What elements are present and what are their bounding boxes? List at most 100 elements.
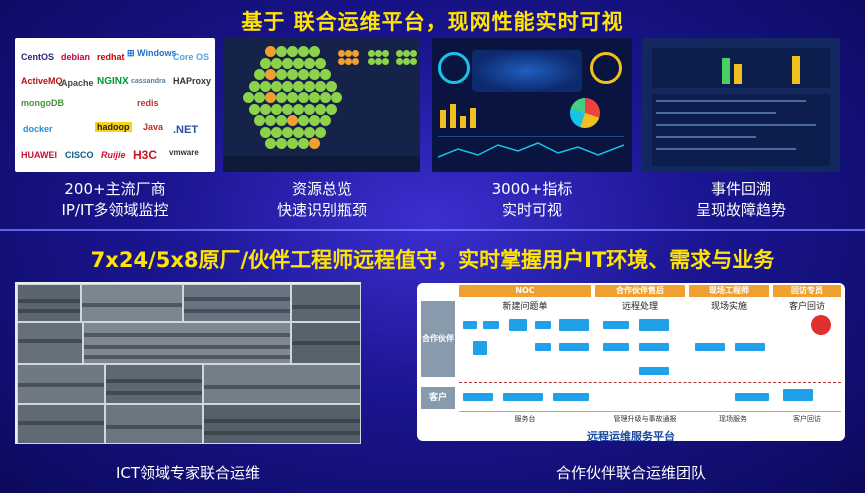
resource-node bbox=[281, 103, 293, 115]
resource-overview-panel bbox=[223, 38, 420, 172]
flow-step bbox=[559, 343, 589, 351]
resource-node bbox=[325, 103, 337, 115]
flow-step bbox=[639, 367, 669, 375]
feature-4-line1: 事件回溯 bbox=[710, 180, 771, 198]
phase-sub-field: 现场实施 bbox=[710, 302, 747, 312]
resource-node bbox=[265, 92, 276, 103]
resource-node bbox=[352, 50, 359, 57]
bottom-right-caption: 合作伙伴联合运维团队 bbox=[555, 464, 706, 482]
metrics-dashboard-panel bbox=[432, 38, 632, 172]
customer-step bbox=[735, 393, 769, 401]
photo-collage bbox=[15, 282, 361, 444]
resource-node bbox=[276, 69, 287, 80]
resource-node bbox=[314, 103, 326, 115]
logo-coreos: Core OS bbox=[173, 52, 210, 62]
flow-step bbox=[603, 343, 629, 351]
resource-node bbox=[281, 57, 293, 69]
photo-10 bbox=[203, 364, 361, 404]
photo-2 bbox=[81, 284, 183, 322]
lane-partner: 合作伙伴 bbox=[421, 301, 455, 377]
resource-node bbox=[276, 115, 287, 126]
logo-h3c: H3C bbox=[133, 148, 158, 162]
bar-chart bbox=[438, 98, 488, 128]
resource-node bbox=[396, 58, 403, 65]
platform-label: 远程运维服务平台 bbox=[587, 430, 675, 441]
photo-3 bbox=[183, 284, 291, 322]
logo-activemq: ActiveMQ bbox=[21, 76, 63, 86]
phase-head-noc: NOC bbox=[459, 285, 591, 297]
feature-2-line2: 快速识别瓶颈 bbox=[276, 201, 367, 219]
phase-sub-partner: 远程处理 bbox=[621, 302, 658, 312]
resource-node bbox=[287, 115, 298, 126]
resource-node bbox=[287, 138, 298, 149]
resource-node bbox=[292, 126, 304, 138]
resource-small-clusters bbox=[338, 50, 418, 90]
feature-caption-2: 资源总览 快速识别瓶颈 bbox=[222, 179, 422, 221]
resource-node bbox=[270, 57, 282, 69]
vendor-logos-panel: CentOS debian redhat ⊞ Windows Core OS A… bbox=[15, 38, 215, 172]
top-title: 基于 联合运维平台，现网性能实时可视 bbox=[241, 10, 624, 34]
gauge-left bbox=[438, 52, 470, 84]
resource-node bbox=[298, 69, 309, 80]
resource-node bbox=[265, 69, 276, 80]
pie-chart bbox=[570, 98, 600, 128]
resource-node bbox=[375, 58, 382, 65]
resource-node bbox=[345, 50, 352, 57]
line-chart bbox=[437, 136, 625, 165]
customer-step bbox=[783, 389, 813, 401]
flow-step bbox=[695, 343, 725, 351]
gauge-right bbox=[590, 52, 622, 84]
logo-centos: CentOS bbox=[21, 52, 55, 62]
logo-windows: ⊞ Windows bbox=[127, 48, 177, 58]
resource-node bbox=[254, 69, 265, 80]
logo-ruijie: Ruijie bbox=[101, 150, 126, 160]
resource-node bbox=[254, 92, 265, 103]
logo-vmware: vmware bbox=[169, 148, 199, 157]
flow-step bbox=[463, 321, 477, 329]
flow-step bbox=[483, 321, 499, 329]
bottom-item-3: 现场服务 bbox=[719, 415, 747, 423]
photo-11 bbox=[17, 404, 105, 444]
photo-12 bbox=[105, 404, 203, 444]
flow-step bbox=[509, 319, 527, 331]
resource-node bbox=[259, 103, 271, 115]
resource-node bbox=[345, 58, 352, 65]
resource-node bbox=[338, 50, 345, 57]
photo-4 bbox=[291, 284, 361, 322]
resource-node bbox=[309, 138, 320, 149]
feature-2-line1: 资源总览 bbox=[291, 180, 352, 198]
resource-node bbox=[396, 50, 403, 57]
bottom-bar bbox=[223, 156, 420, 172]
feature-4-line2: 呈现故障趋势 bbox=[695, 201, 786, 219]
logo-haproxy: HAProxy bbox=[173, 76, 212, 86]
flow-step bbox=[603, 321, 629, 329]
event-backtrack-panel bbox=[642, 38, 840, 172]
resource-node bbox=[276, 92, 287, 103]
resource-node bbox=[338, 58, 345, 65]
resource-node bbox=[320, 115, 331, 126]
section-divider bbox=[0, 229, 865, 231]
resource-node bbox=[270, 103, 282, 115]
logo-dotnet: .NET bbox=[173, 124, 199, 136]
resource-node bbox=[254, 115, 265, 126]
logo-cisco: CISCO bbox=[65, 150, 94, 160]
resource-node bbox=[382, 58, 389, 65]
resource-node bbox=[298, 115, 309, 126]
resource-node bbox=[410, 58, 417, 65]
logo-mongodb: mongoDB bbox=[21, 98, 64, 108]
resource-node bbox=[259, 126, 271, 138]
phase-sub-noc: 新建问题单 bbox=[502, 302, 548, 312]
resource-node bbox=[248, 80, 260, 92]
resource-node bbox=[309, 69, 320, 80]
flow-step bbox=[473, 341, 487, 355]
logo-cassandra: cassandra bbox=[131, 78, 166, 85]
resource-node bbox=[410, 50, 417, 57]
feature-1-line1: 200+主流厂商 bbox=[64, 180, 166, 198]
resource-node bbox=[303, 126, 315, 138]
customer-step bbox=[553, 393, 589, 401]
resource-node bbox=[298, 46, 309, 57]
resource-node bbox=[403, 50, 410, 57]
resource-node bbox=[287, 92, 298, 103]
flow-end-circle bbox=[811, 315, 831, 335]
phase-head-partner: 合作伙伴售后 bbox=[595, 285, 685, 297]
